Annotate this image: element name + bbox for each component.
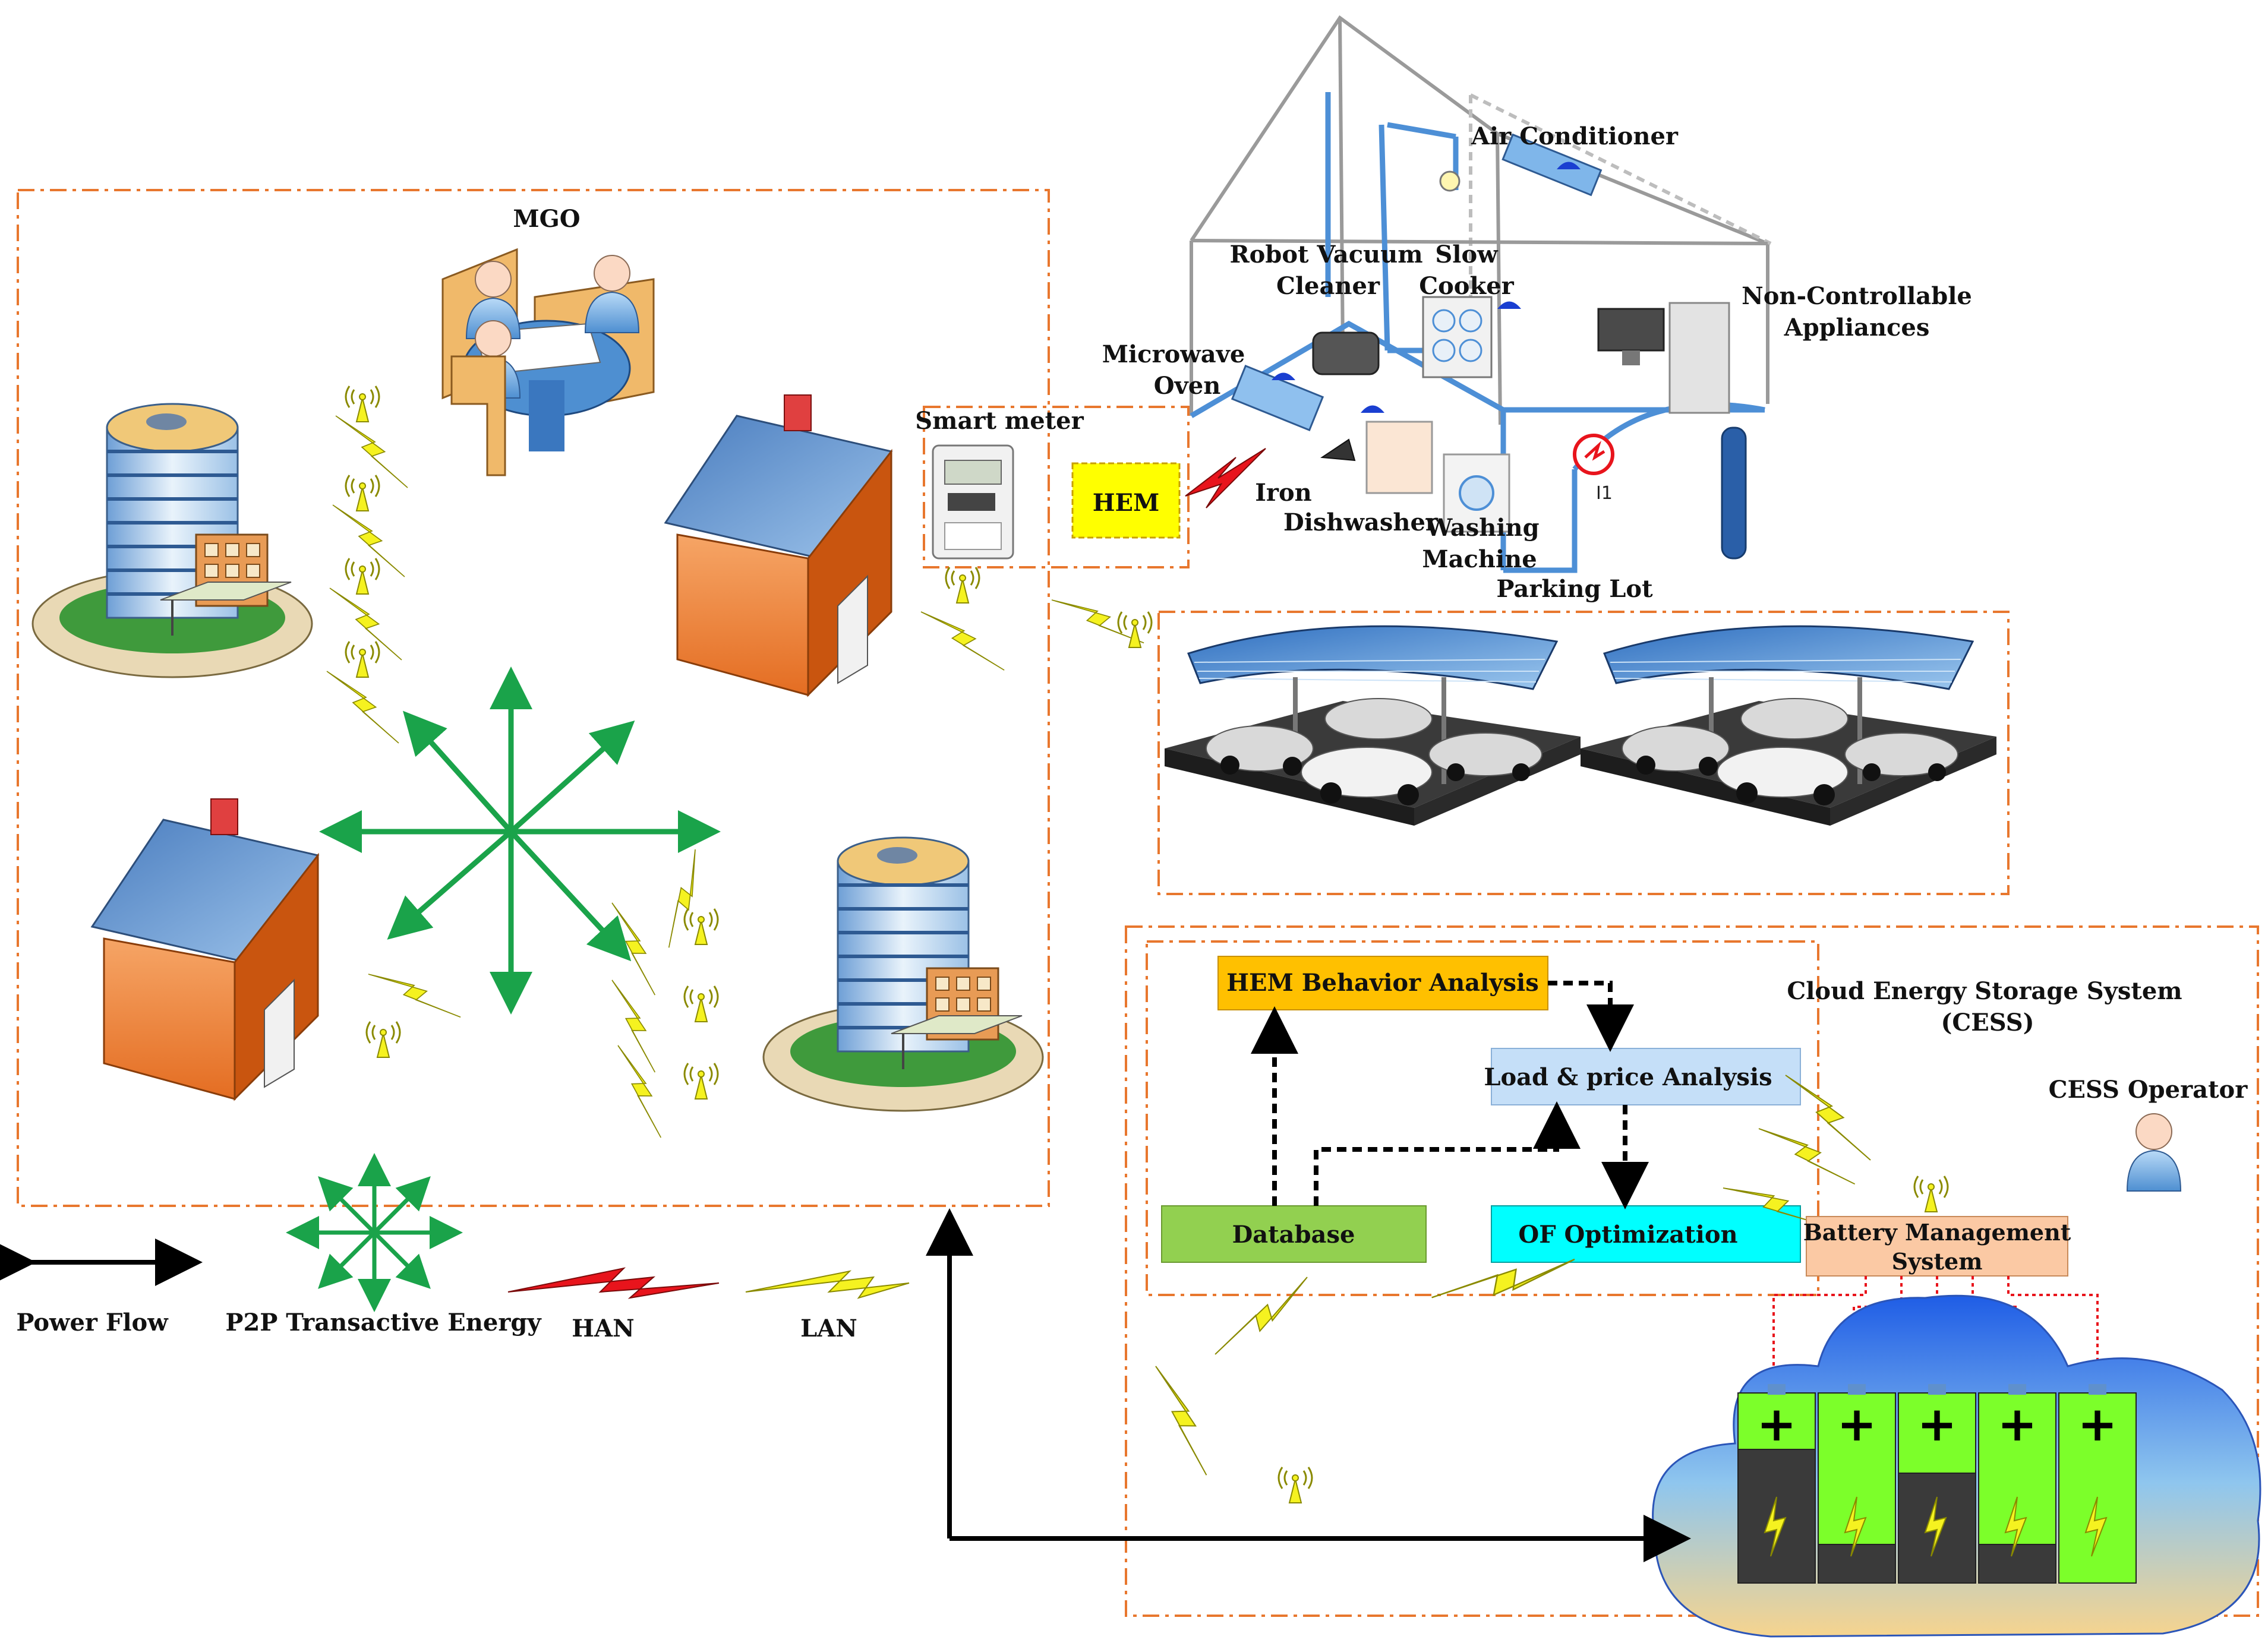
hem-behavior-label: HEM Behavior Analysis	[1226, 969, 1539, 997]
p2p-star	[319, 666, 721, 1015]
slow-cooker-icon	[1422, 296, 1493, 378]
load-price-box	[1491, 1048, 1801, 1105]
cess-subtitle: (CESS)	[1941, 1009, 2034, 1037]
robot-vacuum-label: Robot Vacuum	[1229, 241, 1422, 268]
microwave-label-2: Oven	[1154, 372, 1221, 400]
hem-label: HEM	[1093, 489, 1160, 517]
smart-home-wireframe	[1190, 15, 1772, 573]
dishwasher-label: Dishwasher	[1283, 508, 1439, 536]
ev-charger-icon	[1573, 434, 1614, 475]
non-controllable-label-2: Appliances	[1784, 314, 1930, 342]
han-link-bolt	[1185, 448, 1266, 508]
ev-charger-label: I1	[1596, 483, 1613, 504]
residential-house-2	[91, 798, 319, 1100]
svg-text:+: +	[2077, 1397, 2117, 1452]
appliance-labels: Air Conditioner Robot Vacuum Cleaner Slo…	[1102, 122, 1972, 603]
legend-p2p-icon	[286, 1153, 463, 1312]
cess-operator-label: CESS Operator	[2049, 1076, 2248, 1104]
cloud-analytics-frame	[1146, 940, 1819, 1296]
microwave-label: Microwave	[1102, 340, 1245, 368]
air-conditioner-icon	[1502, 133, 1603, 197]
bms-label: Battery Management	[1803, 1219, 2071, 1246]
legend-p2p-label: P2P Transactive Energy	[225, 1309, 542, 1337]
legend-han-label: HAN	[572, 1315, 634, 1342]
svg-text:+: +	[1997, 1397, 2037, 1452]
bms-box	[1806, 1216, 2068, 1277]
mgo-label: MGO	[513, 205, 580, 233]
washing-machine-label-2: Machine	[1422, 545, 1537, 573]
smart-meter-icon	[932, 444, 1014, 560]
svg-text:+: +	[1917, 1397, 1957, 1452]
parking-lot-label: Parking Lot	[1496, 575, 1653, 603]
slow-cooker-label: Slow	[1435, 241, 1499, 268]
of-optimization-box	[1491, 1205, 1801, 1263]
microgrid-frame	[17, 189, 1050, 1207]
hem-box	[1071, 462, 1181, 539]
smart-meter-label: Smart meter	[915, 407, 1084, 435]
solar-carport-2	[1581, 626, 1996, 826]
residential-house-1	[664, 394, 892, 696]
solar-carport-1	[1165, 626, 1581, 826]
washing-machine-label: Washing	[1425, 514, 1539, 542]
iron-icon	[1320, 438, 1356, 462]
parking-lot-frame	[1157, 611, 2010, 895]
svg-text:+: +	[1756, 1397, 1796, 1452]
mgo-meeting-icon	[441, 248, 655, 476]
office-building-1	[33, 404, 312, 677]
cess-frame	[1125, 925, 2259, 1617]
cess-operator-icon	[2127, 1113, 2181, 1192]
legend: Power Flow P2P Transactive Energy HAN LA…	[0, 1153, 910, 1342]
load-price-label: Load & price Analysis	[1484, 1063, 1772, 1091]
database-label: Database	[1232, 1221, 1355, 1249]
legend-power-flow-label: Power Flow	[16, 1309, 169, 1337]
air-conditioner-label: Air Conditioner	[1471, 122, 1679, 150]
dishwasher-icon	[1365, 421, 1433, 494]
svg-text:+: +	[1837, 1397, 1876, 1452]
cloud-battery-storage: + + + + +	[1652, 1294, 2261, 1638]
non-controllable-label: Non-Controllable	[1742, 282, 1972, 310]
light-bulb-icon	[1439, 170, 1461, 192]
legend-han-icon	[507, 1267, 720, 1299]
ev-pole-icon	[1721, 426, 1747, 560]
robot-vacuum-icon	[1312, 331, 1380, 375]
refrigerator-icon	[1668, 302, 1730, 414]
flowchart-dashed-arrows	[1251, 981, 1649, 1209]
slow-cooker-label-2: Cooker	[1419, 272, 1514, 300]
microwave-oven-icon	[1231, 365, 1324, 431]
legend-lan-icon	[745, 1270, 910, 1299]
iron-label: Iron	[1255, 479, 1312, 507]
monitor-icon	[1597, 308, 1665, 352]
of-optimization-label: OF Optimization	[1518, 1221, 1737, 1249]
bms-label-2: System	[1892, 1248, 1983, 1275]
smart-meter-frame	[923, 406, 1190, 568]
dashed-frames	[17, 189, 2259, 1617]
office-building-2	[764, 838, 1043, 1111]
database-box	[1161, 1205, 1427, 1263]
robot-vacuum-label-2: Cleaner	[1276, 272, 1380, 300]
cess-title: Cloud Energy Storage System	[1787, 977, 2182, 1005]
legend-lan-label: LAN	[800, 1315, 857, 1342]
